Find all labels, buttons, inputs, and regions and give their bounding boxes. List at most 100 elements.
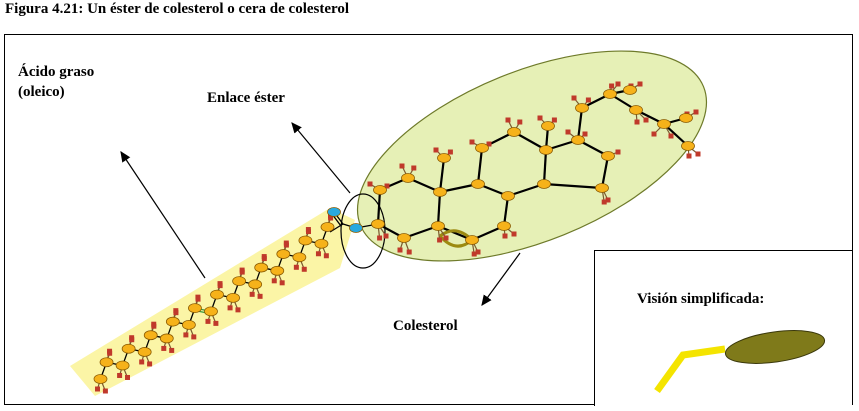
carbon-atom — [204, 306, 218, 317]
label-cholesterol: Colesterol — [393, 318, 458, 334]
carbon-atom — [188, 303, 202, 314]
bond — [502, 195, 510, 227]
hydrogen-atom — [634, 119, 640, 125]
carbon-atom — [270, 265, 285, 276]
hydrogen-atom — [383, 233, 389, 239]
hydrogen-atom — [195, 296, 201, 302]
carbon-atom — [93, 374, 108, 384]
hydrogen-atom — [551, 117, 557, 123]
oxygen-atom — [327, 207, 341, 217]
carbon-atom — [437, 153, 451, 163]
hydrogen-atom — [397, 247, 403, 253]
hydrogen-atom — [124, 374, 130, 380]
label-fatty-acid-line2: (oleico) — [18, 84, 65, 100]
fatty-acid-band — [70, 208, 355, 396]
hydrogen-atom — [249, 291, 255, 297]
bond — [600, 155, 610, 189]
carbon-atom — [539, 145, 553, 155]
oxygen-atom — [349, 223, 363, 233]
diagram-frame — [4, 34, 853, 405]
hydrogen-atom — [293, 264, 299, 270]
hydrogen-atom — [601, 199, 607, 205]
carbon-atom — [623, 85, 637, 95]
carbon-atom — [401, 173, 415, 183]
hydrogen-atom — [585, 97, 591, 103]
bond — [436, 191, 442, 227]
simplified-fatty-acid-tail — [654, 345, 726, 394]
hydrogen-atom — [399, 163, 405, 169]
hydrogen-atom — [443, 235, 449, 241]
carbon-atom — [471, 179, 485, 189]
simplified-view-box: Visión simplificada: — [594, 250, 852, 406]
carbon-atom — [657, 119, 671, 129]
label-fatty-acid: Ácido graso (oleico) — [18, 62, 94, 102]
hydrogen-atom — [609, 83, 615, 89]
carbon-atom — [226, 292, 240, 303]
hydrogen-atom — [117, 372, 123, 378]
hydrogen-atom — [406, 249, 412, 255]
hydrogen-atom — [213, 320, 219, 326]
simplified-view-drawing — [654, 330, 826, 394]
hydrogen-atom — [102, 388, 108, 394]
hydrogen-atom — [505, 117, 511, 123]
hydrogen-atom — [306, 229, 312, 235]
hydrogen-atom — [469, 139, 475, 145]
hydrogen-atom — [637, 81, 643, 87]
carbon-atom — [320, 222, 335, 232]
carbon-atom — [601, 151, 615, 161]
hydrogen-atom — [315, 251, 321, 257]
hydrogen-atom — [511, 231, 517, 237]
carbon-atom — [165, 316, 180, 327]
hydrogen-atom — [411, 165, 417, 171]
bond — [438, 157, 446, 193]
carbon-atom — [137, 347, 152, 357]
hydrogen-atom — [95, 386, 100, 392]
hydrogen-atom — [147, 361, 153, 367]
hydrogen-atom — [279, 280, 285, 286]
hydrogen-atom — [615, 149, 621, 155]
hydrogen-atom — [582, 131, 588, 137]
hydrogen-atom — [257, 293, 263, 299]
carbon-atom — [371, 219, 385, 229]
hydrogen-atom — [107, 350, 113, 356]
carbon-atom — [292, 252, 307, 263]
carbon-atom — [232, 276, 247, 286]
bond — [476, 147, 484, 185]
hydrogen-atom — [668, 133, 674, 139]
hydrogen-atom — [217, 283, 223, 289]
hydrogen-atom — [433, 147, 439, 153]
hydrogen-atom — [169, 347, 175, 353]
carbon-atom — [431, 221, 445, 231]
molecule-atoms — [93, 81, 701, 394]
carbon-atom — [603, 89, 617, 99]
hydrogen-atom — [695, 151, 701, 157]
hydrogen-atom — [261, 256, 267, 262]
hydrogen-atom — [323, 253, 329, 259]
hydrogen-atom — [161, 345, 167, 351]
hydrogen-atom — [447, 149, 453, 155]
carbon-atom — [575, 103, 589, 113]
hydrogen-atom — [502, 233, 508, 239]
carbon-atom — [298, 235, 313, 246]
hydrogen-atom — [437, 237, 443, 243]
hydrogen-atom — [301, 266, 307, 272]
hydrogen-atom — [151, 323, 157, 329]
simplified-view-title: Visión simplificada: — [637, 291, 765, 307]
label-ester-bond: Enlace éster — [207, 90, 285, 106]
bond — [542, 149, 548, 185]
hydrogen-atom — [693, 109, 699, 115]
hydrogen-atom — [205, 318, 211, 324]
hydrogen-atom — [271, 278, 277, 284]
carbon-atom — [507, 127, 521, 137]
label-fatty-acid-line1: Ácido graso — [18, 64, 95, 80]
carbon-atom — [681, 141, 695, 151]
carbon-atom — [314, 238, 329, 249]
carbon-atom — [475, 143, 489, 153]
hydrogen-atom — [183, 332, 189, 338]
hydrogen-atom — [605, 197, 611, 203]
hydrogen-atom — [384, 183, 390, 189]
carbon-atom — [541, 121, 555, 131]
arrow-fatty-acid — [120, 151, 206, 279]
hydrogen-atom — [235, 307, 241, 313]
